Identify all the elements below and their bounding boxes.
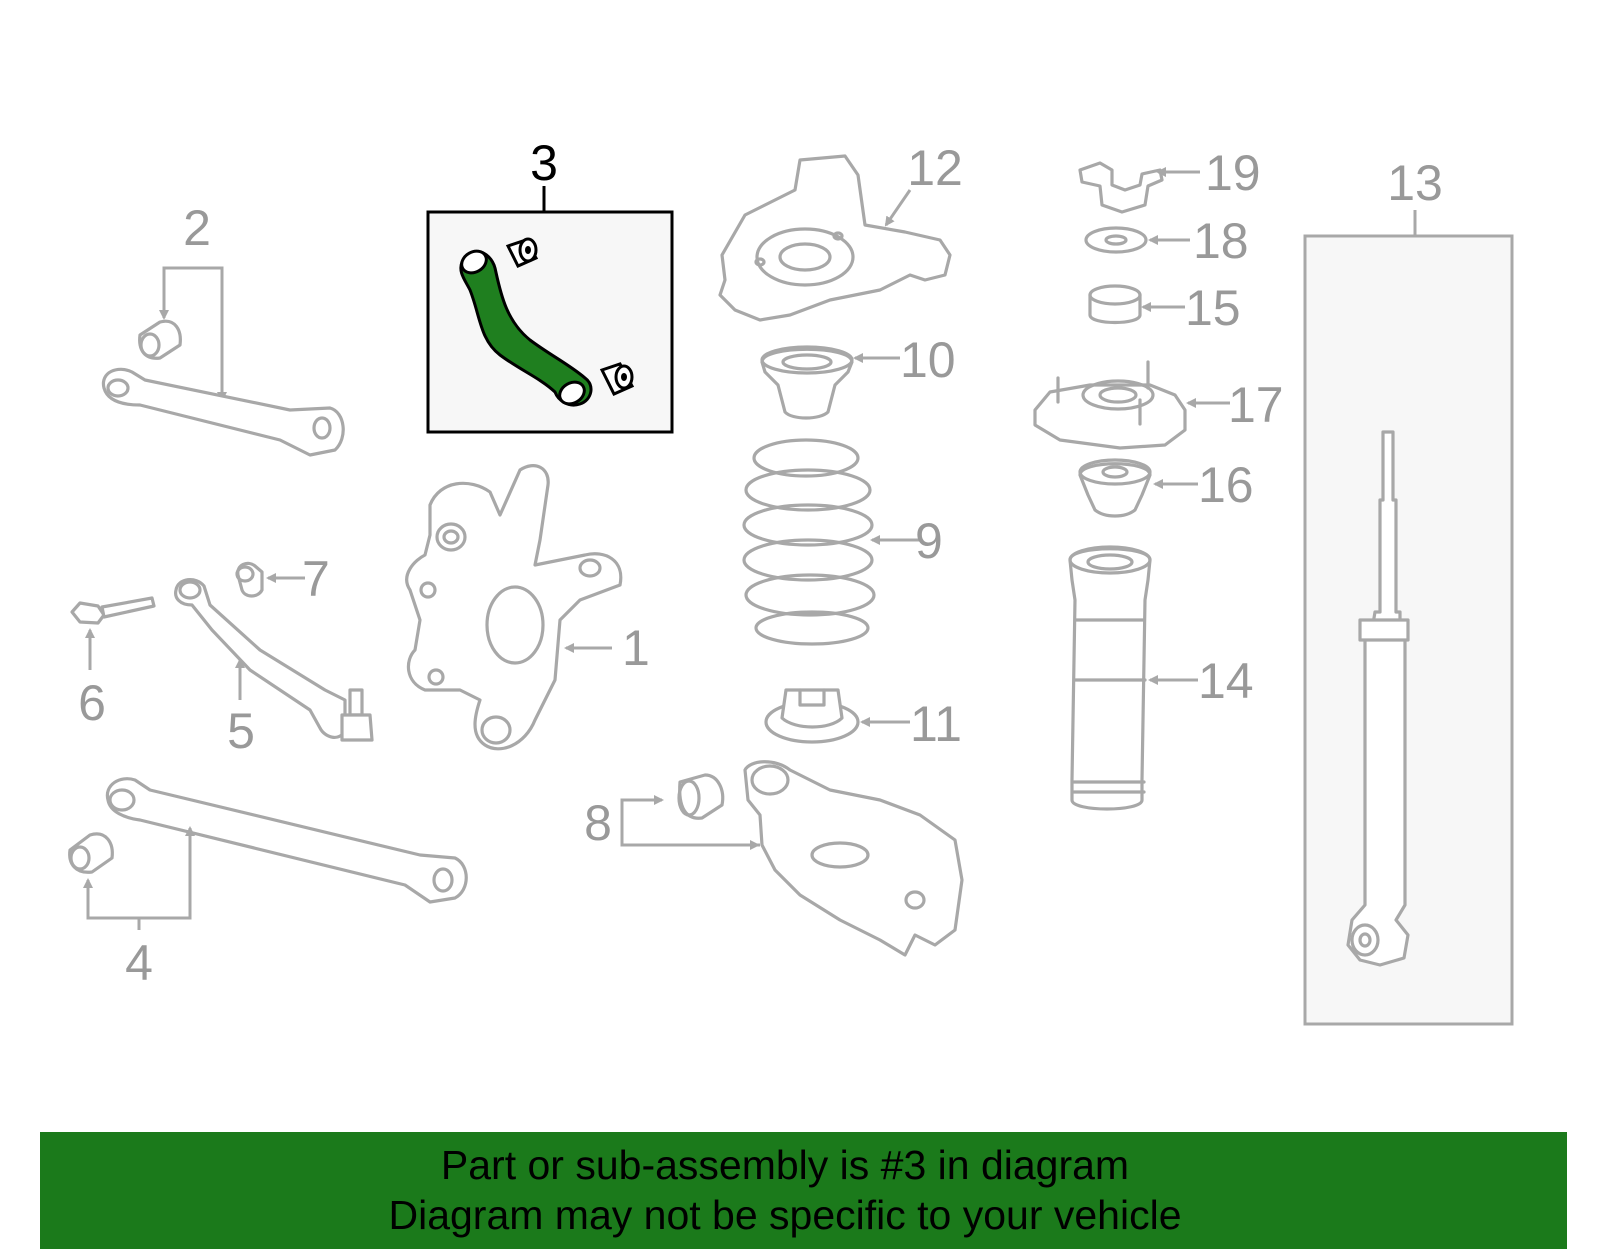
part-1-group[interactable]: 1 [405, 464, 650, 751]
callout-18: 18 [1193, 213, 1249, 269]
callout-9: 9 [915, 513, 943, 569]
part-2-bushing [138, 319, 182, 360]
banner-line-2: Diagram may not be specific to your vehi… [388, 1192, 1182, 1238]
part-9-group[interactable]: 9 [742, 438, 943, 646]
part-18-group[interactable]: 18 [1084, 213, 1249, 269]
part-16-seat [1078, 462, 1152, 518]
callout-14: 14 [1198, 653, 1254, 709]
bushing-upper [505, 237, 539, 268]
part-14-group[interactable]: 14 [1068, 545, 1254, 811]
part-6-group[interactable]: 6 [70, 596, 156, 731]
part-17-group[interactable]: 17 [1033, 360, 1284, 450]
callout-16: 16 [1198, 457, 1254, 513]
callout-11: 11 [910, 696, 962, 752]
part-13-shock [1346, 430, 1410, 967]
callout-8: 8 [584, 795, 612, 851]
part-5-arm [174, 578, 347, 739]
part-8-bushing [678, 773, 725, 820]
part-19-bracket [1078, 161, 1164, 214]
callout-17: 17 [1228, 377, 1284, 433]
info-banner: Part or sub-assembly is #3 in diagram Di… [40, 1132, 1567, 1249]
part-19-group[interactable]: 19 [1078, 145, 1261, 214]
banner-line-1: Part or sub-assembly is #3 in diagram [440, 1142, 1130, 1188]
part-2-arm [101, 367, 345, 457]
part-13-group[interactable]: 13 [1303, 155, 1514, 1026]
part-2-group[interactable]: 2 [101, 200, 345, 457]
callout-15: 15 [1185, 280, 1241, 336]
upper-control-arm-highlighted[interactable] [459, 250, 593, 407]
callout-12: 12 [907, 140, 963, 196]
part-16-group[interactable]: 16 [1078, 457, 1254, 518]
callout-13: 13 [1387, 155, 1443, 211]
callout-6: 6 [78, 675, 106, 731]
part-7-group[interactable]: 7 [235, 551, 330, 607]
bushing-lower [599, 362, 635, 396]
part-5-group[interactable]: 5 [174, 578, 374, 759]
part-8-lower-arm [743, 760, 964, 957]
callout-19: 19 [1205, 145, 1261, 201]
callout-4: 4 [125, 935, 153, 991]
callout-5: 5 [227, 703, 255, 759]
part-18-washer [1084, 226, 1148, 254]
callout-2: 2 [183, 200, 211, 256]
part-3-box [426, 210, 674, 434]
part-10-group[interactable]: 10 [760, 332, 956, 420]
part-1-knuckle [405, 464, 623, 751]
part-12-group[interactable]: 12 [718, 140, 963, 322]
part-4-group[interactable]: 4 [68, 777, 468, 991]
part-8-group[interactable]: 8 [584, 760, 964, 957]
callout-7: 7 [302, 551, 330, 607]
part-15-group[interactable]: 15 [1088, 280, 1241, 336]
callout-3: 3 [530, 135, 558, 191]
part-4-arm [105, 777, 468, 904]
part-10-seat [760, 347, 854, 420]
part-11-group[interactable]: 11 [764, 688, 962, 752]
callout-10: 10 [900, 332, 956, 388]
part-6-bolt [70, 601, 106, 625]
part-3-group[interactable]: 3 [426, 135, 674, 434]
callout-1: 1 [622, 620, 650, 676]
